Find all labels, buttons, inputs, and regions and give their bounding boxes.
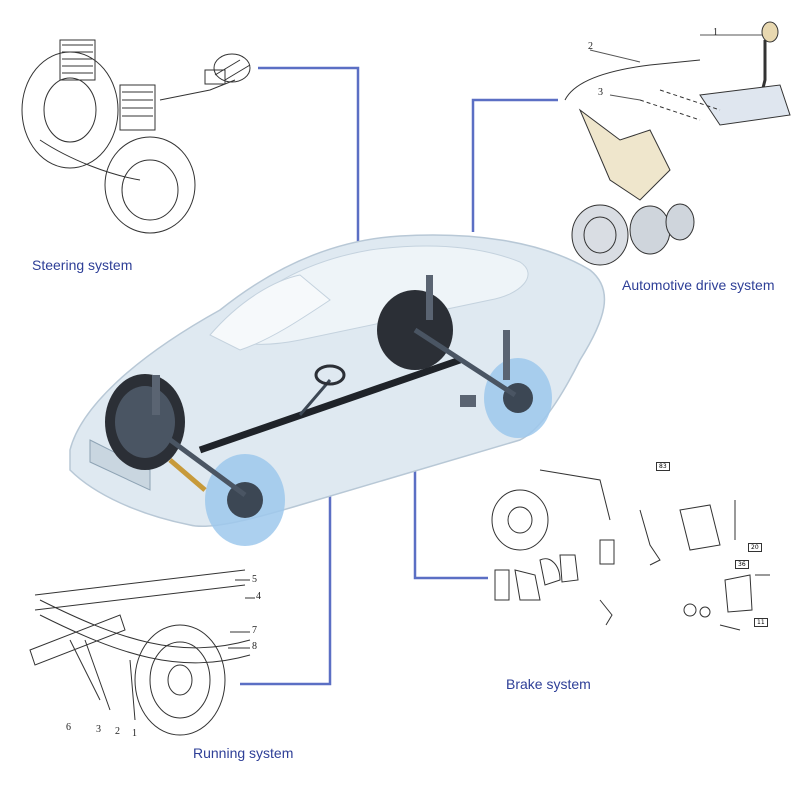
drive-callout-2: 2 — [588, 41, 593, 52]
caption-running-system: Running system — [193, 745, 294, 761]
connector-steering — [258, 66, 360, 244]
drive-callout-3: 3 — [598, 87, 603, 98]
car-body — [69, 234, 606, 528]
steering-column — [298, 379, 332, 416]
front-strut-left — [152, 375, 160, 415]
rear-axle — [413, 327, 517, 398]
car-windshield — [209, 274, 331, 351]
brake-box-83: 83 — [656, 462, 670, 471]
connector-running — [240, 496, 332, 686]
drive-system-drawing — [564, 21, 791, 266]
running-callout-2: 2 — [115, 726, 120, 737]
running-callout-6: 6 — [66, 722, 71, 733]
running-callout-3: 3 — [96, 724, 101, 735]
caption-brake-system: Brake system — [506, 676, 591, 692]
steering-system-drawing — [21, 39, 251, 234]
car-illustration — [69, 234, 606, 546]
running-callout-5: 5 — [252, 574, 257, 585]
running-callout-8: 8 — [252, 641, 257, 652]
brake-box-20: 20 — [748, 543, 762, 552]
running-callout-1: 1 — [132, 728, 137, 739]
running-callout-7: 7 — [252, 625, 257, 636]
exhaust-tip — [460, 395, 476, 407]
connector-brake — [413, 458, 488, 580]
brake-box-36: 36 — [735, 560, 749, 569]
rear-strut-right — [503, 330, 510, 380]
steering-rack — [168, 458, 207, 492]
connector-lines — [240, 66, 558, 686]
caption-steering-system: Steering system — [32, 257, 133, 273]
running-callout-4: 4 — [256, 591, 261, 602]
caption-drive-system: Automotive drive system — [622, 277, 775, 293]
front-axle — [148, 422, 247, 498]
brake-box-11: 11 — [754, 618, 768, 627]
running-system-drawing — [29, 569, 255, 736]
front-wheel-left-glow — [115, 386, 175, 458]
drive-shaft — [198, 356, 462, 454]
connector-drive — [471, 98, 558, 232]
rear-strut-left — [426, 275, 433, 320]
steering-wheel — [314, 364, 346, 386]
drive-callout-1: 1 — [713, 27, 718, 38]
brake-system-drawing — [491, 469, 770, 631]
